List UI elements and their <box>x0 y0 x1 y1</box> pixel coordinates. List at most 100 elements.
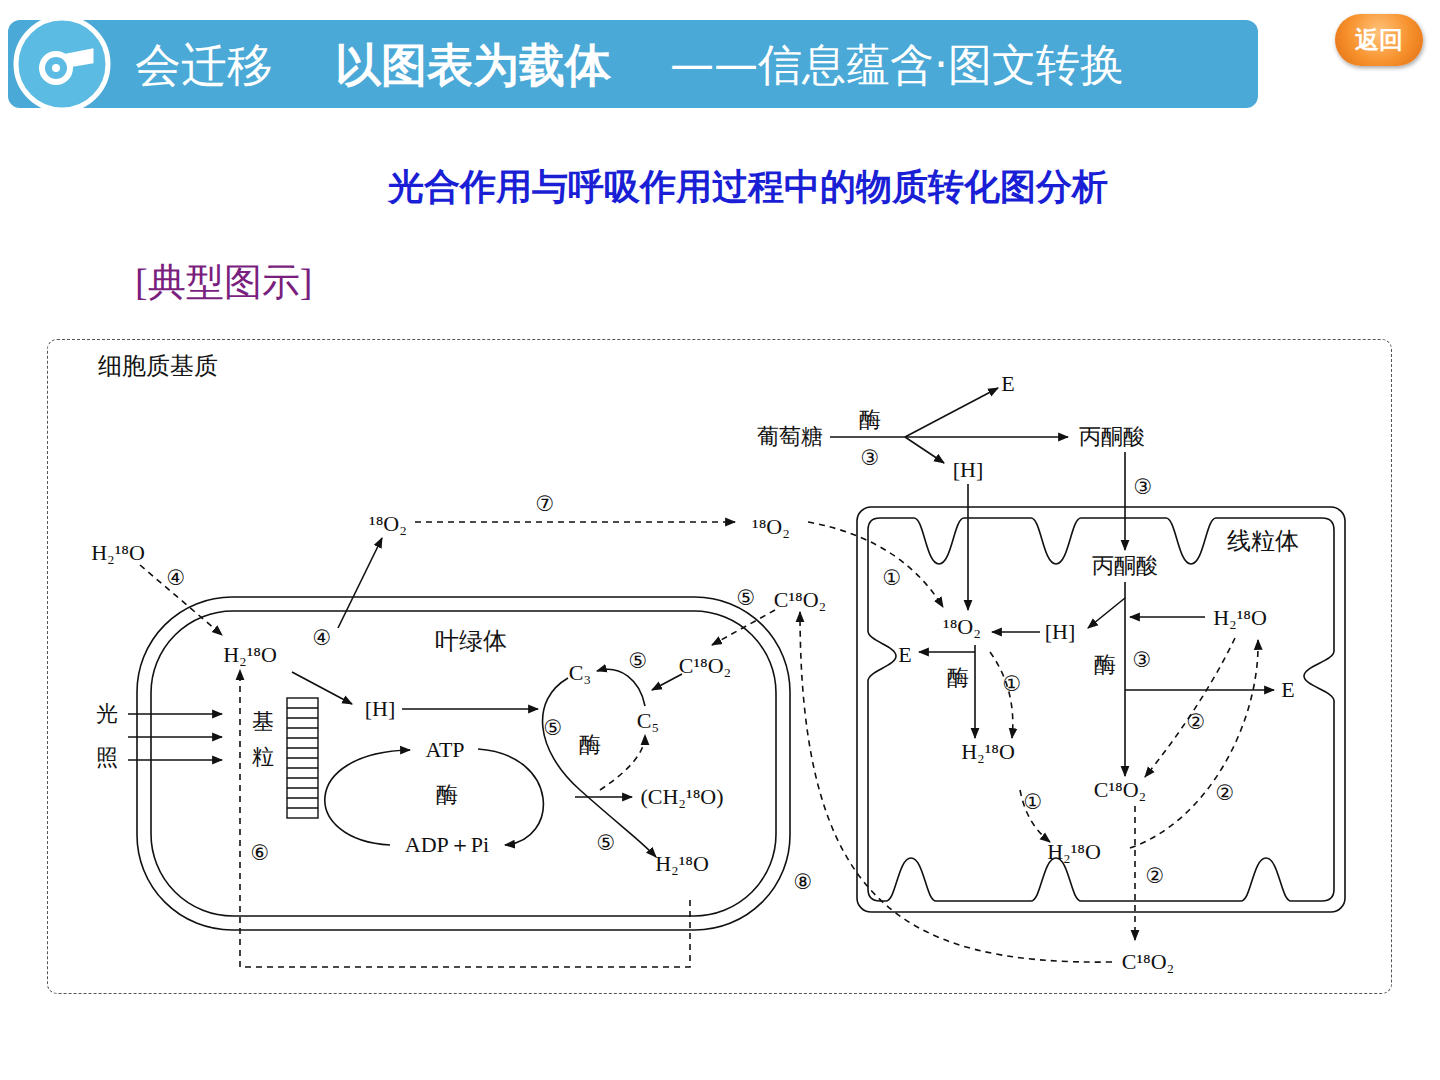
substance-label: 丙酮酸 <box>1079 426 1145 448</box>
callout-number: ④ <box>167 568 186 589</box>
callout-number: ④ <box>313 628 332 649</box>
solid-arrow-part <box>905 388 998 437</box>
substance-label: [H] <box>953 459 984 481</box>
return-button: 返回 <box>1335 14 1423 66</box>
dashed-arrow-part <box>600 735 645 790</box>
substance-label: E <box>898 644 911 666</box>
substance-label: C₅ <box>637 710 659 732</box>
solid-arrow-part <box>830 436 1068 438</box>
return-button-text: 返回 <box>1355 28 1403 52</box>
solid-arrow <box>128 388 1274 857</box>
substance-label: H₂¹⁸O <box>961 741 1015 763</box>
solid-arrow-part <box>974 645 976 738</box>
substance-label: ATP <box>425 739 464 761</box>
solid-arrow-part <box>128 736 222 738</box>
substance-label: [H] <box>365 698 396 720</box>
dashed-arrow-part <box>800 612 1112 962</box>
callout-number: ② <box>1146 866 1165 887</box>
section-banner-text: 以图表为载体 <box>335 42 611 88</box>
callout-number: ① <box>1024 792 1043 813</box>
section-banner-text: 会迁移 <box>135 42 273 88</box>
substance-label: H₂¹⁸O <box>91 542 145 564</box>
page-title: 光合作用与呼吸作用过程中的物质转化图分析 <box>388 169 1108 205</box>
substance-label: ¹⁸O₂ <box>752 516 790 538</box>
solid-arrow-part <box>292 672 352 704</box>
substance-label: 葡萄糖 <box>757 426 823 448</box>
solid-arrow-part <box>1124 452 1126 550</box>
substance-label: [H] <box>1045 621 1076 643</box>
mitochondrion-text: 线粒体 <box>1227 529 1299 553</box>
solid-arrow-part <box>652 674 682 690</box>
chloroplast-text: 叶绿体 <box>435 629 507 653</box>
callout-number: ① <box>883 568 902 589</box>
substance-label: 酶 <box>1094 654 1116 676</box>
substance-label: ¹⁸O₂ <box>369 513 407 535</box>
substance-label: 照 <box>96 747 118 769</box>
solid-arrow-part <box>1124 582 1126 776</box>
solid-arrow-part <box>128 713 222 715</box>
callout-number: ⑥ <box>251 843 270 864</box>
substance-label: 酶 <box>436 784 458 806</box>
solid-arrow-part <box>992 631 1040 633</box>
substance-label: 酶 <box>579 734 601 756</box>
substance-label: E <box>1001 373 1014 395</box>
substance-label: 丙酮酸 <box>1092 555 1158 577</box>
solid-arrow-part <box>1130 616 1205 618</box>
substance-label: C¹⁸O₂ <box>1122 951 1175 973</box>
solid-arrow-part <box>402 708 538 710</box>
dashed-arrow-part <box>240 670 690 967</box>
dashed-arrow-part <box>1145 638 1235 777</box>
substance-label: (CH₂¹⁸O) <box>640 786 723 808</box>
substance-label: E <box>1281 679 1294 701</box>
callout-number: ③ <box>1134 477 1153 498</box>
callout-number: ② <box>1216 783 1235 804</box>
callout-number: ③ <box>1133 650 1152 671</box>
solid-arrow-part <box>1125 689 1274 691</box>
solid-arrow-part <box>597 669 645 706</box>
substance-label: H₂¹⁸O <box>655 853 709 875</box>
outer-membrane <box>857 507 1345 912</box>
callout-number: ⑤ <box>544 718 563 739</box>
dashed-arrow-part <box>1130 640 1258 848</box>
solid-arrow-part <box>1088 598 1125 628</box>
outer-membrane <box>137 597 790 930</box>
solid-arrow-part <box>967 484 969 610</box>
grana-stack <box>287 698 318 818</box>
dashed-arrow-part <box>1020 790 1050 842</box>
substance-label: H₂¹⁸O <box>1047 841 1101 863</box>
inner-membrane-cristae <box>868 518 1334 901</box>
callout-number: ⑤ <box>629 651 648 672</box>
callout-number: ⑤ <box>597 833 616 854</box>
substance-label: 粒 <box>252 746 274 768</box>
solid-arrow-part <box>478 749 543 845</box>
grana-stack-part <box>287 698 318 818</box>
dashed-arrow-part <box>1134 806 1136 940</box>
substance-label: C¹⁸O₂ <box>679 655 732 677</box>
substance-label: 酶 <box>859 409 881 431</box>
callout-number: ⑦ <box>536 494 555 515</box>
callout-number: ③ <box>861 448 880 469</box>
substance-label: 酶 <box>947 667 969 689</box>
section-heading: [典型图示] <box>135 263 312 301</box>
cytoplasm-region-text: 细胞质基质 <box>98 354 218 378</box>
solid-arrow-part <box>575 796 632 798</box>
substance-label: H₂¹⁸O <box>223 644 277 666</box>
dashed-arrow-part <box>415 521 735 523</box>
section-banner-text: ——信息蕴含·图文转换 <box>670 43 1124 87</box>
solid-arrow-part <box>543 678 656 857</box>
callout-number: ⑤ <box>737 588 756 609</box>
substance-label: ¹⁸O₂ <box>943 616 981 638</box>
solid-arrow-part <box>905 437 944 463</box>
substance-label: H₂¹⁸O <box>1213 607 1267 629</box>
solid-arrow-part <box>338 538 382 628</box>
section-banner: 会迁移 以图表为载体 ——信息蕴含·图文转换 <box>8 20 1258 108</box>
substance-label: 基 <box>252 711 274 733</box>
substance-label: ADP＋Pi <box>405 834 489 856</box>
inner-membrane <box>151 611 776 916</box>
substance-label: C¹⁸O₂ <box>1094 779 1147 801</box>
grana-stack-part <box>287 708 318 808</box>
substance-label: C₃ <box>569 662 591 684</box>
